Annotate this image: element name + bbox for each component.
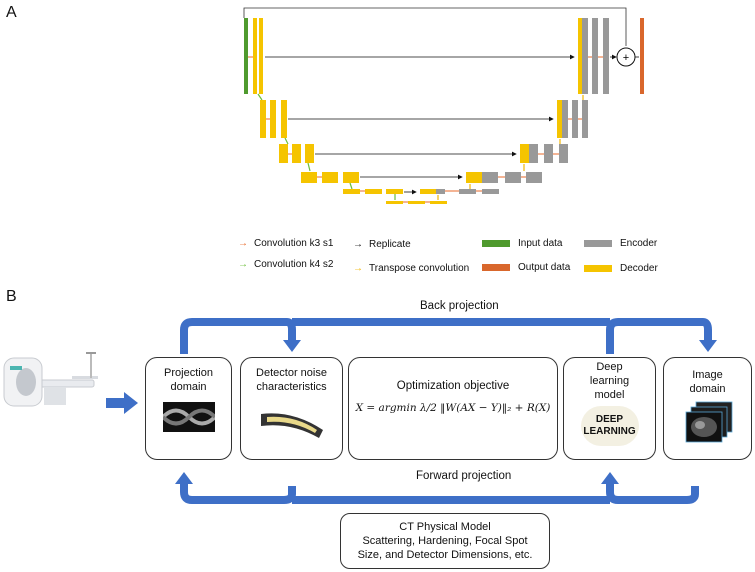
legend-label: Convolution k4 s2 xyxy=(254,259,334,270)
unet-diagram: + xyxy=(243,7,644,204)
unet-level-3 xyxy=(279,144,568,172)
legend-decoder: Decoder xyxy=(584,263,658,274)
image-domain-line1: Image xyxy=(692,369,723,381)
optimization-title: Optimization objective xyxy=(396,380,510,392)
legend-conv-k4: → Convolution k4 s2 xyxy=(238,259,334,270)
decoder-block xyxy=(578,18,582,94)
optimization-equation: X = argmin λ/2 ‖W(AX − Y)‖₂ + R(X) xyxy=(355,402,551,414)
ct-model-line2: Scattering, Hardening, Focal Spot xyxy=(362,535,528,547)
legend-replicate: → Replicate xyxy=(353,239,411,250)
deep-learning-line1: Deep xyxy=(596,361,623,373)
encoder-block xyxy=(582,18,588,94)
down-arrowhead xyxy=(699,340,717,352)
legend-label: Decoder xyxy=(620,263,658,274)
legend-transpose: → Transpose convolution xyxy=(353,263,469,274)
input-block xyxy=(244,18,248,94)
deep-learning-line3: model xyxy=(594,389,625,401)
logo-line2: LEARNING xyxy=(583,426,636,437)
unet-level-4 xyxy=(301,172,542,190)
down-conv-arrow xyxy=(257,93,263,101)
output-block xyxy=(640,18,644,94)
up-arrowhead xyxy=(175,472,193,484)
image-domain-box: Image domain xyxy=(663,357,752,460)
legend-label: Convolution k3 s1 xyxy=(254,238,334,249)
unet-level-6 xyxy=(386,201,447,204)
panel-b-label: B xyxy=(6,288,17,305)
ct-slices-image xyxy=(685,401,732,443)
projection-domain-line2: domain xyxy=(170,381,207,393)
logo-line1: DEEP xyxy=(595,414,624,425)
back-projection-label: Back projection xyxy=(420,300,499,312)
forward-projection-left-loop xyxy=(180,484,296,504)
conv-arrows xyxy=(248,56,603,203)
green-arrow-icon: → xyxy=(238,259,248,270)
unet-level-2 xyxy=(260,100,588,145)
ct-physical-model-box: CT Physical Model Scattering, Hardening,… xyxy=(340,513,550,569)
encoder-block xyxy=(603,18,609,94)
right-arrowhead xyxy=(124,392,138,414)
yellow-swatch xyxy=(584,265,612,272)
projection-domain-line1: Projection xyxy=(164,367,213,379)
detector-noise-line2: characteristics xyxy=(256,381,327,393)
black-arrow-icon: → xyxy=(353,239,363,250)
deep-learning-line2: learning xyxy=(589,375,630,387)
yellow-arrow-icon: → xyxy=(353,263,363,274)
detector-noise-line1: Detector noise xyxy=(256,367,327,379)
legend-output: Output data xyxy=(482,262,570,273)
legend-label: Encoder xyxy=(620,238,658,249)
forward-projection-label: Forward projection xyxy=(416,470,512,482)
legend-conv-k3: → Convolution k3 s1 xyxy=(238,238,334,249)
gray-swatch xyxy=(584,240,612,247)
optimization-objective-box: Optimization objective X = argmin λ/2 ‖W… xyxy=(348,357,558,460)
orange-swatch xyxy=(482,264,510,271)
detector-noise-box: Detector noise characteristics xyxy=(240,357,343,460)
legend-encoder: Encoder xyxy=(584,238,657,249)
sum-symbol: + xyxy=(623,52,629,64)
legend-label: Replicate xyxy=(369,239,411,250)
orange-arrow-icon: → xyxy=(238,238,248,249)
ct-model-line3: Size, and Detector Dimensions, etc. xyxy=(357,549,533,561)
legend-input: Input data xyxy=(482,238,562,249)
image-domain-line2: domain xyxy=(689,383,726,395)
flow-arrows xyxy=(106,318,717,504)
detector-image xyxy=(260,413,323,438)
encoder-block xyxy=(592,18,598,94)
back-projection-right-loop xyxy=(606,318,712,354)
panel-a-label: A xyxy=(6,4,17,21)
down-arrowhead xyxy=(283,340,301,352)
green-swatch xyxy=(482,240,510,247)
back-projection-left-loop xyxy=(180,318,296,354)
ct-model-title: CT Physical Model xyxy=(399,521,491,533)
projection-domain-box: Projection domain xyxy=(145,357,232,460)
unet-level-1 xyxy=(244,18,644,101)
global-skip-line xyxy=(243,7,627,46)
decoder-block xyxy=(259,18,263,94)
up-arrowhead xyxy=(601,472,619,484)
forward-projection-right-loop xyxy=(606,484,699,504)
ct-scanner-image xyxy=(3,352,98,407)
legend-label: Output data xyxy=(518,262,571,273)
sinogram-image xyxy=(161,402,216,432)
deep-learning-logo: DEEP LEARNING xyxy=(580,406,639,446)
legend-label: Transpose convolution xyxy=(369,263,470,274)
deep-learning-model-box: Deep learning model DEEP LEARNING xyxy=(563,357,656,460)
decoder-block xyxy=(253,18,257,94)
legend-label: Input data xyxy=(518,238,563,249)
unet-level-5 xyxy=(343,189,499,200)
